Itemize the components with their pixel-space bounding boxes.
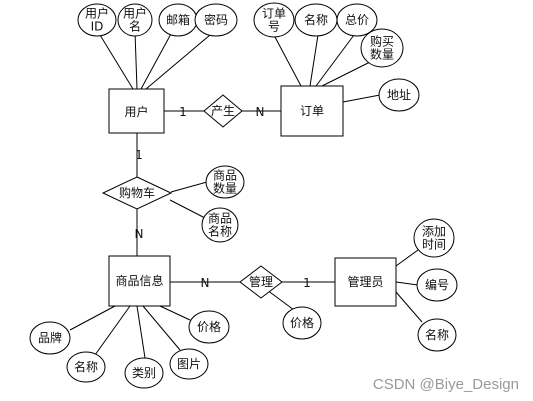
attribute-ellipse [416, 268, 458, 302]
attribute-label: 编号 [425, 277, 449, 292]
attribute-label: 名称 [304, 12, 328, 27]
cardinality-label: 1 [303, 276, 311, 290]
attribute-ellipse [282, 306, 322, 340]
relationship-produce-label: 产生 [211, 104, 235, 118]
cardinality-label: N [135, 227, 144, 241]
attribute-label: 数量 [213, 181, 237, 196]
attribute-ellipse [201, 207, 239, 243]
attribute-label: 名称 [74, 359, 98, 374]
attribute-product-category: 类别 [124, 357, 164, 389]
attribute-ellipse [29, 321, 71, 355]
watermark: CSDN @Biye_Design [372, 376, 519, 393]
attribute-label: 总价 [345, 13, 369, 27]
attribute-label: ID [91, 20, 104, 34]
attribute-label: 名称 [208, 224, 232, 239]
attribute-label: 用户 [85, 6, 109, 21]
attribute-order-address: 地址 [378, 78, 420, 112]
connector-lines [69, 29, 423, 359]
relationship-manage: 管理 [239, 265, 283, 299]
attribute-ellipse [188, 310, 230, 344]
entity-admin: 管理员 [334, 257, 397, 307]
attribute-product-image: 图片 [169, 348, 209, 380]
attribute-admin-no: 编号 [416, 268, 458, 302]
attribute-label: 订单 [262, 7, 286, 21]
attribute-manage-price: 价格 [282, 306, 322, 340]
attribute-product-price: 价格 [188, 310, 230, 344]
attribute-ellipse [336, 3, 378, 37]
attribute-label: 密码 [204, 12, 228, 27]
attribute-user-name: 用户名 [117, 3, 153, 37]
cardinality-label: N [256, 105, 265, 119]
attribute-product-brand: 品牌 [29, 321, 71, 355]
attribute-ellipse [169, 348, 209, 380]
cardinality-label: N [201, 276, 210, 290]
attribute-label: 购买 [370, 34, 394, 49]
attribute-user-password: 密码 [194, 3, 238, 37]
attribute-label: 价格 [290, 315, 314, 330]
attribute-label: 地址 [387, 88, 411, 102]
entity-order-label: 订单 [300, 104, 324, 118]
attribute-label: 价格 [197, 319, 221, 334]
attribute-label: 商品 [208, 211, 232, 226]
entity-order: 订单 [280, 85, 344, 137]
cardinality-label: 1 [179, 105, 187, 119]
attribute-label: 用户 [123, 6, 147, 21]
relationship-manage-label: 管理 [249, 274, 273, 289]
attribute-ellipse [378, 78, 420, 112]
attribute-label: 时间 [422, 238, 446, 252]
attribute-order-name: 名称 [294, 3, 338, 37]
entity-user: 用户 [108, 88, 165, 134]
entity-user-label: 用户 [124, 104, 148, 119]
attribute-order-no: 订单号 [253, 2, 295, 38]
cardinality-label: 1 [135, 148, 143, 162]
attribute-label: 名 [129, 19, 141, 34]
attribute-label: 数量 [370, 47, 394, 62]
attribute-ellipse [77, 3, 117, 37]
attribute-ellipse [117, 3, 153, 37]
attribute-label: 商品 [213, 168, 237, 183]
attribute-ellipse [253, 2, 295, 38]
attribute-order-total: 总价 [336, 3, 378, 37]
relationship-cart: 购物车 [101, 176, 173, 210]
attribute-ellipse [360, 28, 404, 68]
attribute-label: 品牌 [38, 331, 62, 345]
attribute-ellipse [194, 3, 238, 37]
attribute-user-email: 邮箱 [158, 3, 198, 37]
relationship-produce: 产生 [203, 94, 243, 128]
attribute-ellipse [417, 318, 457, 352]
attribute-layer: 用户ID用户名邮箱密码订单号名称总价购买数量地址商品数量商品名称品牌名称类别图片… [29, 2, 458, 389]
relationship-cart-label: 购物车 [119, 185, 155, 200]
attribute-ellipse [66, 351, 106, 383]
attribute-label: 名称 [425, 327, 449, 342]
entity-product-label: 商品信息 [115, 273, 163, 288]
attribute-product-name: 名称 [66, 351, 106, 383]
attribute-ellipse [413, 218, 455, 258]
attribute-ellipse [124, 357, 164, 389]
attribute-label: 号 [268, 20, 280, 34]
attribute-label: 图片 [177, 357, 201, 371]
entity-admin-label: 管理员 [347, 274, 383, 289]
attribute-label: 邮箱 [166, 12, 190, 27]
attribute-label: 添加 [422, 225, 446, 239]
entity-product: 商品信息 [108, 255, 171, 307]
attribute-admin-name: 名称 [417, 318, 457, 352]
attribute-label: 类别 [132, 366, 156, 380]
attribute-ellipse [205, 165, 245, 199]
